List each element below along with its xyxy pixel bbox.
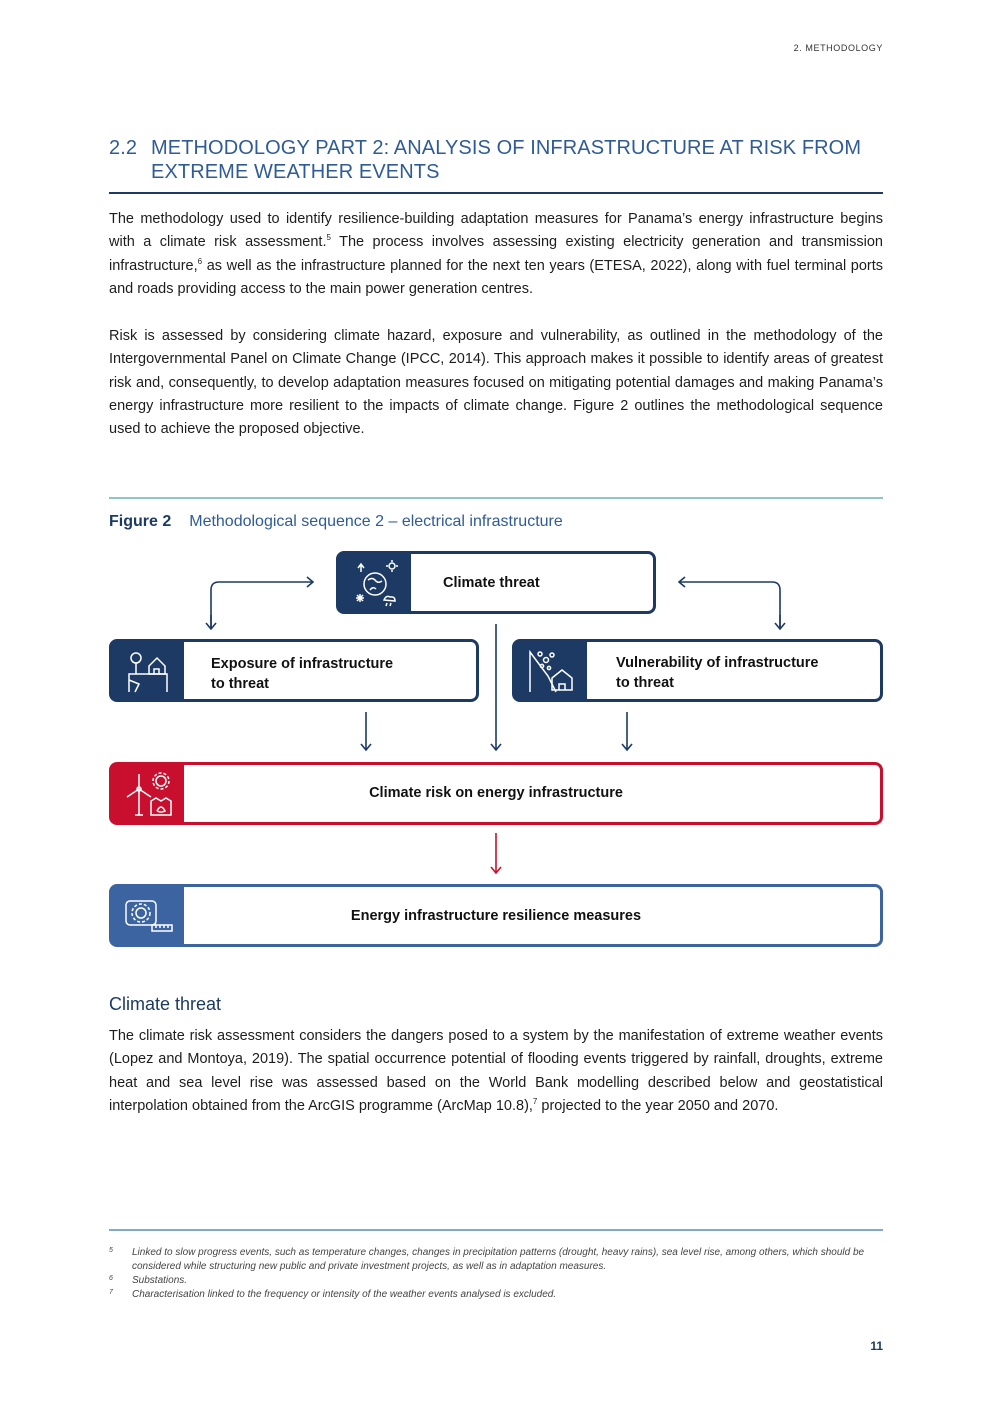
climate-paragraph-text-b: projected to the year 2050 and 2070.: [537, 1097, 779, 1114]
label-exposure-line2: to threat: [211, 676, 269, 692]
arrow-left-loop: [210, 576, 315, 628]
footnote-number: 5: [109, 1247, 113, 1254]
figure-label: Figure 2: [109, 513, 172, 530]
footnote-text: Characterisation linked to the frequency…: [132, 1289, 557, 1300]
house-landslide-icon: [515, 642, 587, 699]
climate-paragraph-text-a: The climate risk assessment considers th…: [109, 1028, 883, 1114]
page-number: 11: [870, 1339, 883, 1353]
running-head: 2. METHODOLOGY: [793, 43, 883, 53]
footnote-7: 7 Characterisation linked to the frequen…: [109, 1288, 883, 1302]
footnote-number: 6: [109, 1275, 113, 1282]
gear-ruler-icon: [112, 887, 184, 944]
climate-globe-icon: [339, 554, 411, 611]
footnote-ref-6[interactable]: 6: [197, 256, 203, 266]
label-vulnerability-line1: Vulnerability of infrastructure: [616, 655, 819, 671]
house-flood-icon: [112, 642, 184, 699]
label-exposure: Exposure of infrastructure to threat: [211, 654, 393, 694]
footnote-text: Substations.: [132, 1275, 188, 1286]
paragraph-1-text-c: as well as the infrastructure planned fo…: [109, 257, 883, 297]
figure-caption-text: Methodological sequence 2 – electrical i…: [189, 513, 563, 530]
section-title-line2: EXTREME WEATHER EVENTS: [151, 161, 440, 183]
footnote-ref-5[interactable]: 5: [326, 233, 331, 243]
label-resilience: Energy infrastructure resilience measure…: [350, 908, 642, 924]
paragraph-2: Risk is assessed by considering climate …: [109, 328, 883, 438]
box-vulnerability: Vulnerability of infrastructure to threa…: [512, 639, 883, 702]
title-rule: [109, 192, 883, 194]
footnote-rule: [109, 1229, 883, 1231]
label-climate-threat: Climate threat: [443, 575, 540, 591]
label-vulnerability: Vulnerability of infrastructure to threa…: [616, 653, 819, 693]
figure-rule: [109, 497, 883, 499]
box-climate-threat: Climate threat: [336, 551, 656, 614]
footnote-5: 5 Linked to slow progress events, such a…: [109, 1246, 883, 1274]
paragraph-1-text-b: The process involves assessing existing …: [109, 234, 883, 274]
subsection-heading: Climate threat: [109, 994, 222, 1014]
box-climate-risk: Climate risk on energy infrastructure: [109, 762, 883, 825]
footnote-6: 6 Substations.: [109, 1274, 883, 1288]
paragraph-1-text-a: The methodology used to identify resilie…: [109, 211, 883, 251]
wind-turbine-gear-icon: [112, 765, 184, 822]
footnote-ref-7[interactable]: 7: [532, 1097, 538, 1107]
box-exposure: Exposure of infrastructure to threat: [109, 639, 479, 702]
footnote-number: 7: [109, 1289, 113, 1296]
arrow-right-loop: [677, 576, 781, 628]
label-vulnerability-line2: to threat: [616, 675, 674, 691]
label-climate-risk: Climate risk on energy infrastructure: [369, 785, 623, 801]
climate-paragraph: The climate risk assessment considers th…: [109, 1025, 883, 1118]
paragraph-1: The methodology used to identify resilie…: [109, 208, 883, 301]
section-title-line1: METHODOLOGY PART 2: ANALYSIS OF INFRASTR…: [151, 137, 862, 159]
figure-caption: Figure 2 Methodological sequence 2 – elec…: [109, 513, 563, 531]
footnote-text: Linked to slow progress events, such as …: [132, 1247, 865, 1272]
label-exposure-line1: Exposure of infrastructure: [211, 656, 394, 672]
box-resilience: Energy infrastructure resilience measure…: [109, 884, 883, 947]
section-title: 2.2 METHODOLOGY PART 2: ANALYSIS OF INFRA…: [109, 136, 889, 184]
section-number: 2.2: [109, 137, 138, 159]
flow-arrows: [205, 576, 786, 875]
